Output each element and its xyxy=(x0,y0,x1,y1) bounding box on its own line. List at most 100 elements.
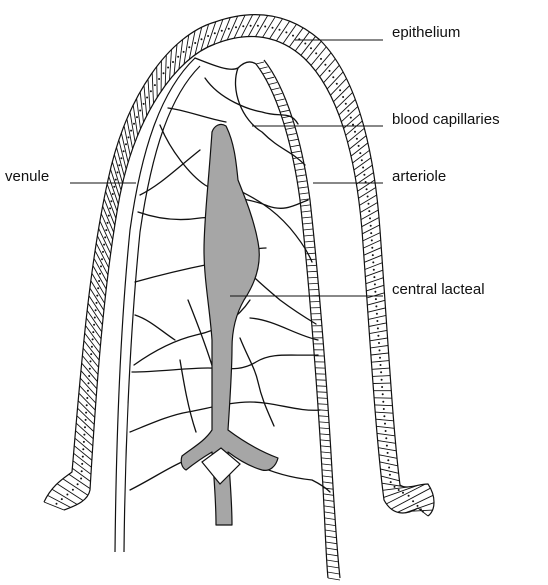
epithelial-cell-nucleus xyxy=(382,393,384,395)
epithelial-cell-nucleus xyxy=(242,25,244,27)
epithelial-cell-wall xyxy=(366,278,384,284)
epithelial-cell-wall xyxy=(80,386,96,403)
epithelial-cell-wall xyxy=(157,67,158,98)
epithelial-cell-nucleus xyxy=(372,254,374,256)
epithelial-cell-wall xyxy=(78,408,95,424)
arteriole-segment xyxy=(323,494,333,495)
epithelial-cell-wall xyxy=(73,461,91,475)
epithelial-cell-wall xyxy=(371,361,389,363)
epithelial-cell-wall xyxy=(144,85,147,116)
epithelial-cell-nucleus xyxy=(366,188,368,190)
epithelial-cell-nucleus xyxy=(383,415,385,417)
arteriole-segment xyxy=(323,482,333,483)
epithelial-cell-nucleus xyxy=(342,96,344,98)
epithelial-cell-wall xyxy=(76,423,93,439)
epithelial-cell-nucleus xyxy=(77,483,79,485)
epithelial-cell-nucleus xyxy=(381,379,383,381)
epithelial-cell-nucleus xyxy=(82,448,84,450)
arteriole-segment xyxy=(302,217,312,218)
arteriole-segment xyxy=(301,205,311,206)
epithelial-cell-nucleus xyxy=(85,419,87,421)
epithelial-cell-wall xyxy=(283,24,297,43)
epithelial-cell-wall xyxy=(376,426,394,428)
arteriole-segment xyxy=(303,223,313,224)
epithelial-cell-nucleus xyxy=(85,412,87,414)
epithelial-cell-nucleus xyxy=(109,207,111,209)
epithelial-cell-wall xyxy=(364,248,382,256)
arteriole-segment xyxy=(284,122,293,124)
epithelial-cell-wall xyxy=(380,469,398,473)
epithelial-cell-nucleus xyxy=(177,56,179,58)
venule-wall-inner xyxy=(124,66,200,552)
epithelial-cell-nucleus xyxy=(315,52,317,54)
arteriole-segment xyxy=(256,62,264,64)
epithelial-cell-wall xyxy=(48,495,71,507)
epithelial-cell-nucleus xyxy=(361,159,363,161)
epithelial-cell-nucleus xyxy=(354,131,356,133)
epithelial-cell-nucleus xyxy=(376,313,378,315)
epithelial-cell-wall xyxy=(301,36,316,55)
epithelial-cell-nucleus xyxy=(107,222,109,224)
arteriole-segment xyxy=(260,67,268,69)
epithelial-cell-wall xyxy=(370,346,388,348)
arteriole-segment xyxy=(322,464,332,465)
epithelial-cell-wall xyxy=(179,40,183,70)
epithelial-cell-nucleus xyxy=(329,70,331,72)
epithelial-cell-nucleus xyxy=(146,97,148,99)
arteriole-segment xyxy=(327,566,339,568)
epithelial-cell-nucleus xyxy=(84,426,86,428)
epithelial-cell-wall xyxy=(69,474,90,488)
epithelial-cell-wall xyxy=(79,393,95,410)
epithelial-cell-wall xyxy=(364,255,382,262)
arteriole-segment xyxy=(324,500,334,501)
epithelial-cell-nucleus xyxy=(292,35,294,37)
epithelial-cell-nucleus xyxy=(139,110,141,112)
epithelial-cell-nucleus xyxy=(370,225,372,227)
epithelial-cell-nucleus xyxy=(80,478,82,480)
epithelial-cell-wall xyxy=(311,47,326,66)
epithelial-cell-wall xyxy=(165,55,166,86)
epithelial-cell-nucleus xyxy=(214,32,216,34)
epithelial-cell-nucleus xyxy=(373,276,375,278)
arteriole-segment xyxy=(320,440,330,441)
epithelial-cell-nucleus xyxy=(125,143,127,145)
epithelial-cell-wall xyxy=(365,263,383,270)
epithelial-cell-wall xyxy=(137,99,141,130)
epithelial-cell-nucleus xyxy=(373,269,375,271)
epithelial-cell-wall xyxy=(366,285,384,291)
epithelial-cell-wall xyxy=(44,502,64,510)
epithelial-cell-wall xyxy=(74,446,92,460)
capillary-16 xyxy=(130,462,182,490)
epithelial-cell-nucleus xyxy=(264,26,266,28)
epithelial-cell-wall xyxy=(270,19,283,39)
epithelial-cell-nucleus xyxy=(408,495,410,497)
arteriole-segment xyxy=(317,386,327,387)
epithelial-cell-wall xyxy=(336,92,352,108)
capillary-2 xyxy=(235,68,305,165)
epithelial-cell-wall xyxy=(121,133,128,162)
epithelial-cell-wall xyxy=(376,419,394,421)
epithelial-cell-nucleus xyxy=(100,265,102,267)
arteriole-segment xyxy=(299,193,309,194)
epithelial-cell-nucleus xyxy=(310,47,312,49)
label-venule-text: venule xyxy=(5,168,49,185)
epithelial-cell-nucleus xyxy=(324,64,326,66)
arteriole-segment xyxy=(290,145,299,147)
epithelial-cell-wall xyxy=(320,59,336,77)
epithelial-cell-nucleus xyxy=(371,247,373,249)
epithelial-cell-nucleus xyxy=(99,273,101,275)
epithelial-cell-nucleus xyxy=(350,117,352,119)
epithelial-cell-wall xyxy=(378,448,396,451)
epithelial-cell-nucleus xyxy=(377,327,379,329)
epithelial-cell-wall xyxy=(77,416,94,432)
epithelial-cell-nucleus xyxy=(163,72,165,74)
epithelial-cell-wall xyxy=(384,485,418,497)
epithelial-cell-wall xyxy=(170,50,172,80)
epithelial-cell-nucleus xyxy=(375,305,377,307)
label-central-lacteal-text: central lacteal xyxy=(392,281,485,298)
epithelial-cell-nucleus xyxy=(376,320,378,322)
epithelial-cell-nucleus xyxy=(387,452,389,454)
epithelial-cell-nucleus xyxy=(375,298,377,300)
arteriole-segment xyxy=(287,134,296,136)
epithelial-cell-wall xyxy=(78,401,95,418)
